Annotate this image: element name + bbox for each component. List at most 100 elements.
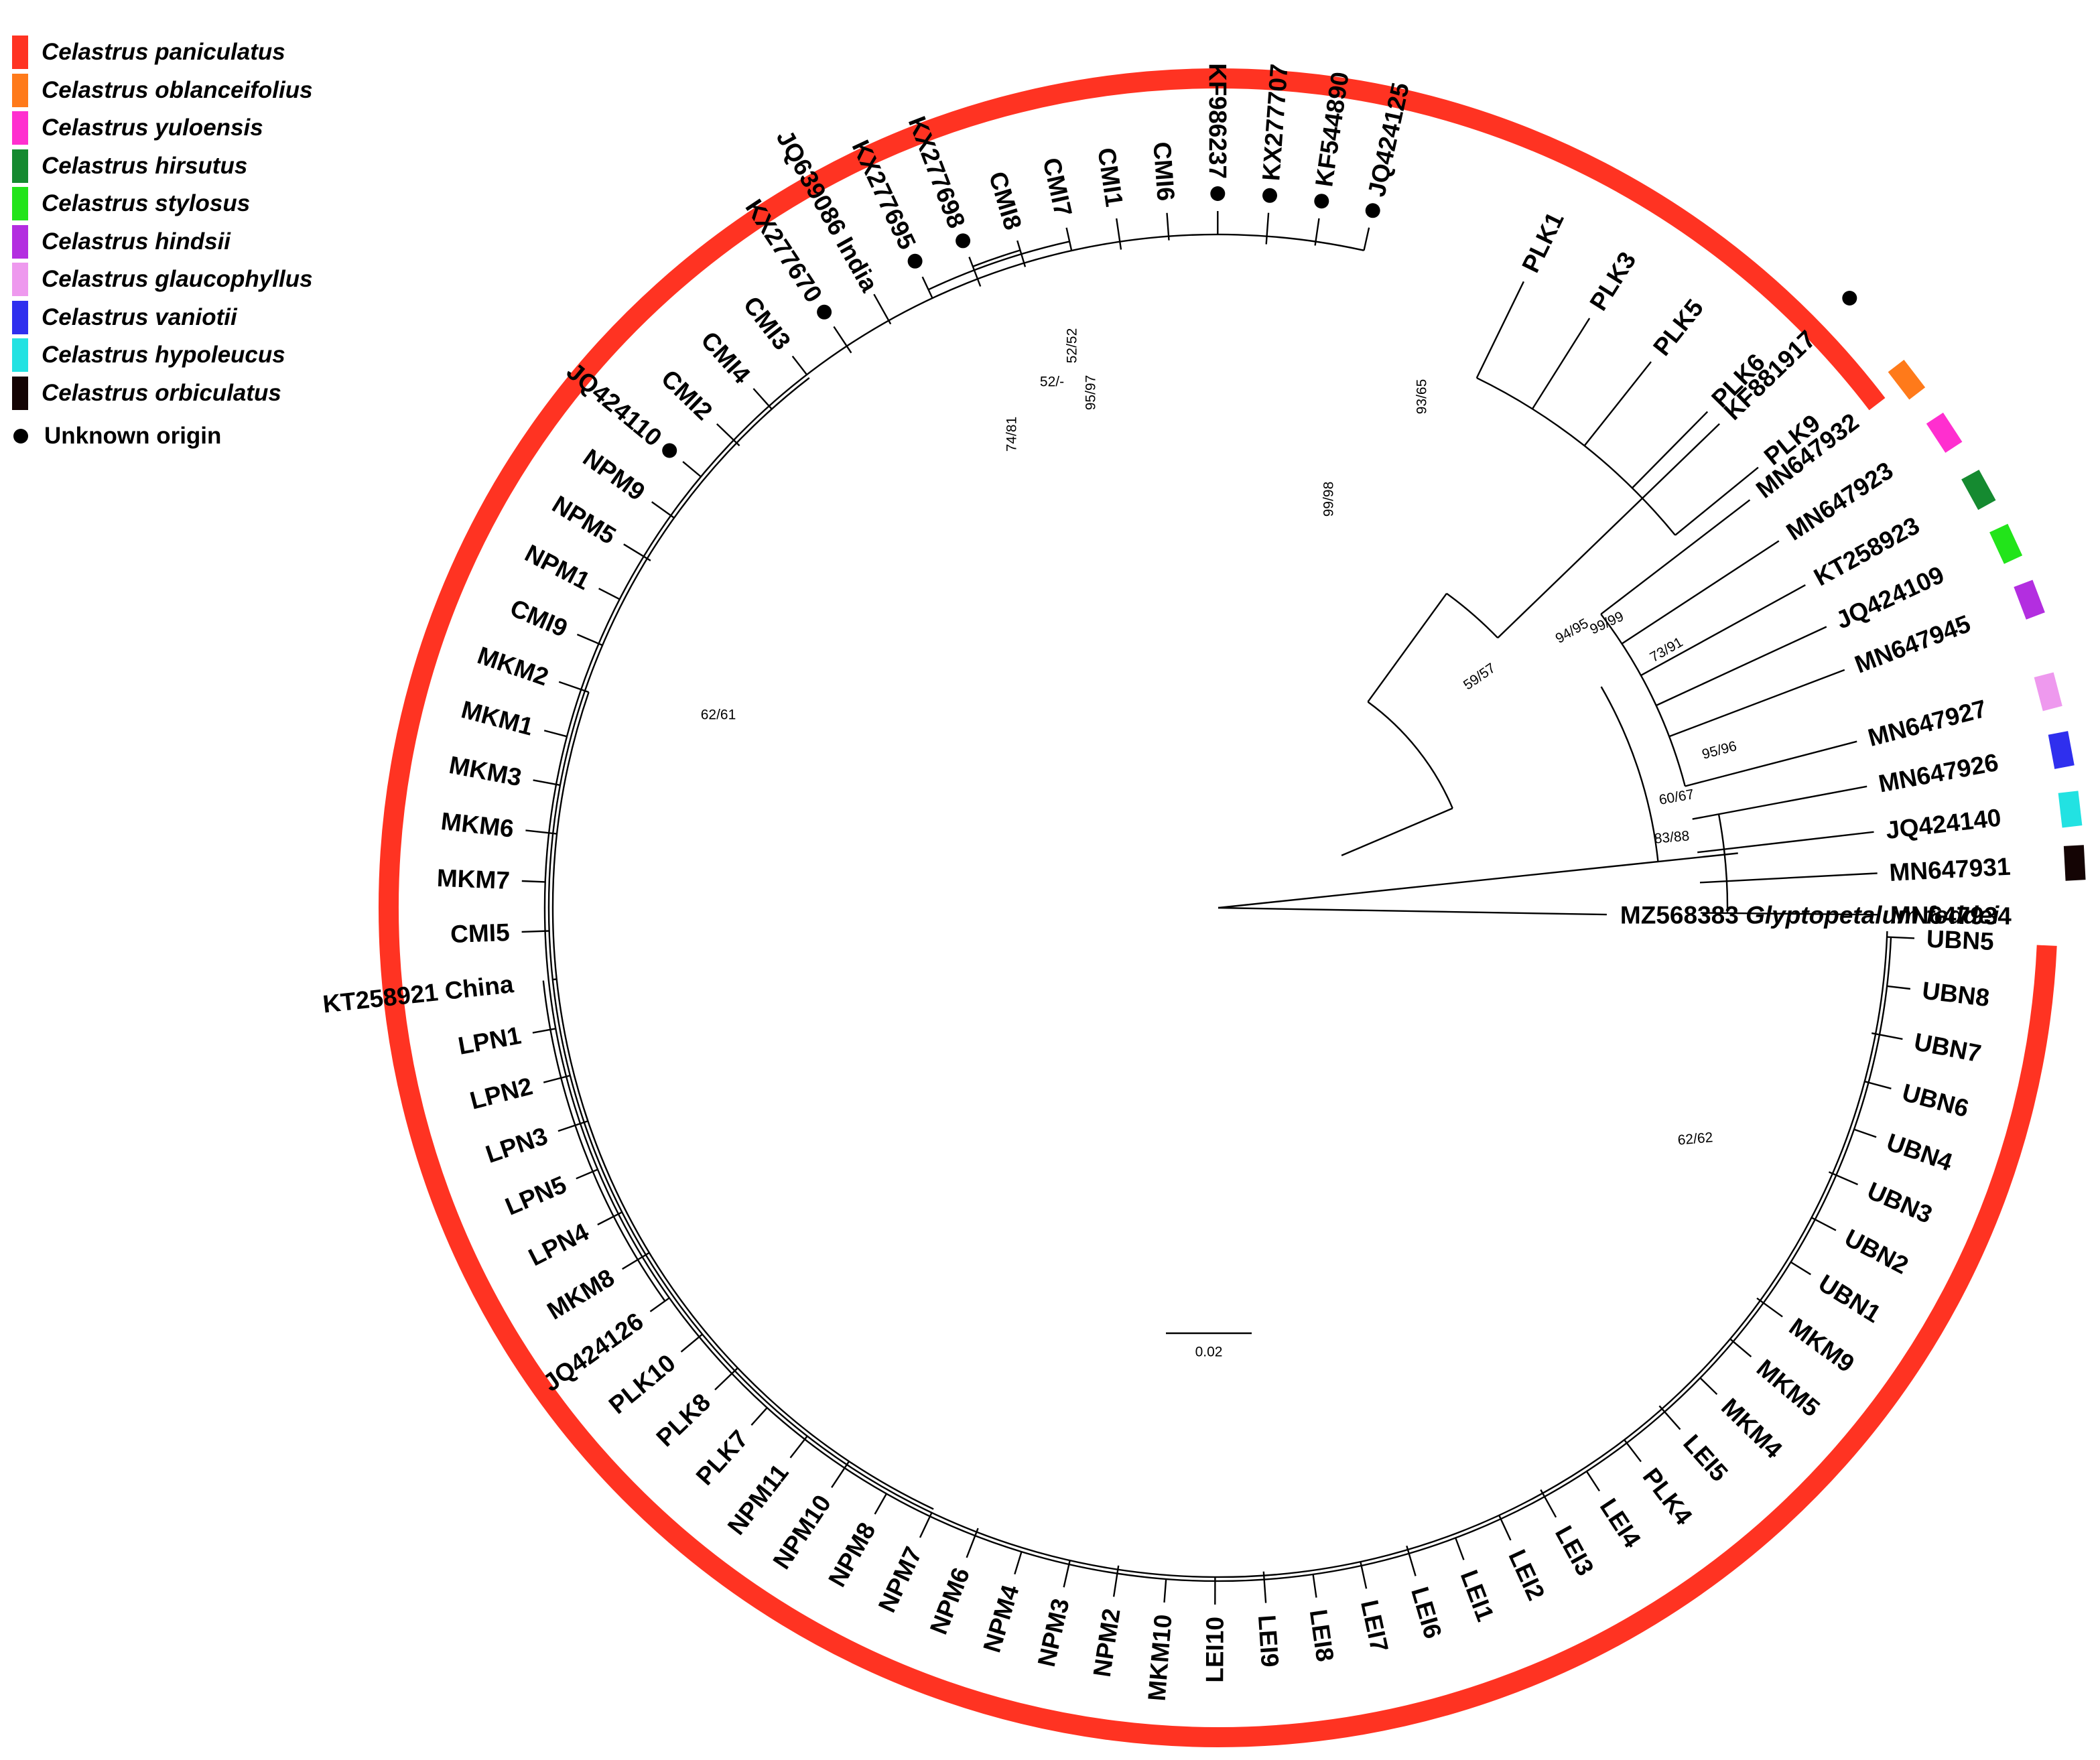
- species-color-marker: [1989, 523, 2023, 564]
- tip-label-mkm4: MKM4: [1716, 1393, 1788, 1464]
- branch-arc: [1717, 813, 1729, 914]
- branch: [1116, 218, 1122, 250]
- unknown-origin-dot-icon: [13, 429, 28, 444]
- legend-item-celastrus-hypoleucus: Celastrus hypoleucus: [12, 336, 313, 375]
- tip-label-mkm3: MKM3: [447, 751, 524, 791]
- tip-label-ubn5: UBN5: [1926, 925, 1994, 955]
- tip-label-lei7: LEI7: [1356, 1597, 1394, 1654]
- tip-label-mkm6: MKM6: [440, 807, 515, 843]
- legend-label: Celastrus hirsutus: [42, 152, 248, 179]
- tip-label-npm3: NPM3: [1033, 1596, 1075, 1669]
- tip-label-cmi6: CMI6: [1148, 141, 1179, 202]
- legend-swatch: [12, 376, 28, 410]
- branch: [1218, 852, 1738, 909]
- tip-label-ubn4: UBN4: [1883, 1128, 1956, 1176]
- support-value: 95/96: [1701, 738, 1739, 762]
- support-value: 94/95: [1553, 616, 1591, 647]
- species-color-marker: [1961, 470, 1996, 511]
- branch: [1700, 912, 1878, 916]
- branch: [1112, 1565, 1120, 1597]
- tip-label-npm1: NPM1: [521, 539, 594, 596]
- tip-label-npm10: NPM10: [768, 1490, 837, 1574]
- tip-label-lpn5: LPN5: [501, 1170, 570, 1221]
- branch: [1871, 1032, 1903, 1040]
- branch: [1697, 831, 1874, 854]
- legend-swatch: [12, 36, 28, 70]
- branch: [622, 1251, 650, 1270]
- legend-label: Celastrus stylosus: [42, 190, 251, 217]
- tip-label-lei6: LEI6: [1406, 1584, 1447, 1642]
- branch: [1367, 593, 1447, 703]
- tip-label-npm11: NPM11: [722, 1459, 794, 1540]
- branch: [968, 257, 982, 287]
- support-value: 62/61: [701, 707, 736, 723]
- branch: [750, 1407, 768, 1426]
- tip-label-kt258921-china: KT258921 China: [322, 970, 515, 1018]
- branch: [1312, 1574, 1317, 1598]
- branch: [1218, 906, 1607, 916]
- scale-bar-label: 0.02: [1195, 1344, 1223, 1359]
- branch: [649, 1297, 670, 1312]
- tip-label-mn647927: MN647927: [1865, 695, 1989, 752]
- branch: [1531, 318, 1591, 410]
- tip-label-cmi2: CMI2: [656, 364, 718, 425]
- legend-item-celastrus-hindsii: Celastrus hindsii: [12, 223, 313, 261]
- branch: [1621, 540, 1780, 645]
- tip-label-cmi9: CMI9: [506, 594, 571, 642]
- branch: [1699, 1377, 1718, 1396]
- tip-label-lei9: LEI9: [1253, 1614, 1284, 1668]
- branch-arc: [972, 249, 1021, 267]
- tip-label-plk3: PLK3: [1584, 247, 1641, 316]
- branch: [1632, 411, 1709, 489]
- branch: [1497, 423, 1720, 638]
- branch: [1640, 584, 1806, 677]
- branch: [1656, 626, 1827, 707]
- branch: [1668, 669, 1845, 738]
- tip-label-lei1: LEI1: [1455, 1566, 1500, 1625]
- branch: [525, 829, 557, 835]
- species-color-marker: [2014, 580, 2045, 620]
- tip-label-jq424140: JQ424140: [1884, 803, 2002, 844]
- tip-label-cmi3: CMI3: [738, 291, 795, 355]
- legend-swatch: [12, 73, 28, 107]
- support-value: 99/99: [1587, 608, 1626, 637]
- branch: [1828, 1171, 1858, 1186]
- branch: [543, 730, 568, 738]
- legend-swatch: [12, 224, 28, 259]
- support-value: 62/62: [1677, 1130, 1713, 1148]
- branch: [1163, 1578, 1167, 1603]
- branch: [1692, 785, 1867, 820]
- tip-label-plk7: PLK7: [691, 1425, 754, 1491]
- legend-item-celastrus-stylosus: Celastrus stylosus: [12, 185, 313, 223]
- support-value: 83/88: [1654, 828, 1690, 846]
- species-color-marker: [2058, 791, 2083, 828]
- tip-label-plk10: PLK10: [604, 1349, 681, 1419]
- branch: [1406, 1545, 1417, 1576]
- branch: [1600, 499, 1751, 615]
- tip-label-npm7: NPM7: [873, 1542, 927, 1616]
- legend-item-celastrus-oblanceifolius: Celastrus oblanceifolius: [12, 72, 313, 110]
- legend-swatch: [12, 111, 28, 145]
- branch: [1262, 1571, 1267, 1603]
- tip-label-ubn1: UBN1: [1814, 1269, 1886, 1328]
- species-color-marker: [2048, 731, 2075, 769]
- tip-label-kf986237: KF986237: [1204, 63, 1232, 179]
- support-value: 52/52: [1065, 328, 1080, 364]
- tip-label-mn647934: MN647934: [1890, 901, 2012, 930]
- branch-arc: [551, 691, 934, 1510]
- legend-label: Celastrus hypoleucus: [42, 342, 285, 368]
- tip-label-plk5: PLK5: [1648, 294, 1709, 361]
- tip-label-mn647931: MN647931: [1889, 853, 2012, 886]
- tip-label-lpn2: LPN2: [467, 1072, 535, 1114]
- branch: [576, 1168, 598, 1180]
- tip-label-mkm8: MKM8: [543, 1264, 619, 1325]
- tip-label-mkm2: MKM2: [474, 641, 551, 691]
- legend-swatch: [12, 263, 28, 297]
- legend-label: Celastrus oblanceifolius: [42, 76, 313, 103]
- legend-item-celastrus-vaniotii: Celastrus vaniotii: [12, 299, 313, 337]
- support-value: 60/67: [1658, 787, 1695, 808]
- branch: [521, 880, 545, 883]
- branch: [921, 276, 933, 299]
